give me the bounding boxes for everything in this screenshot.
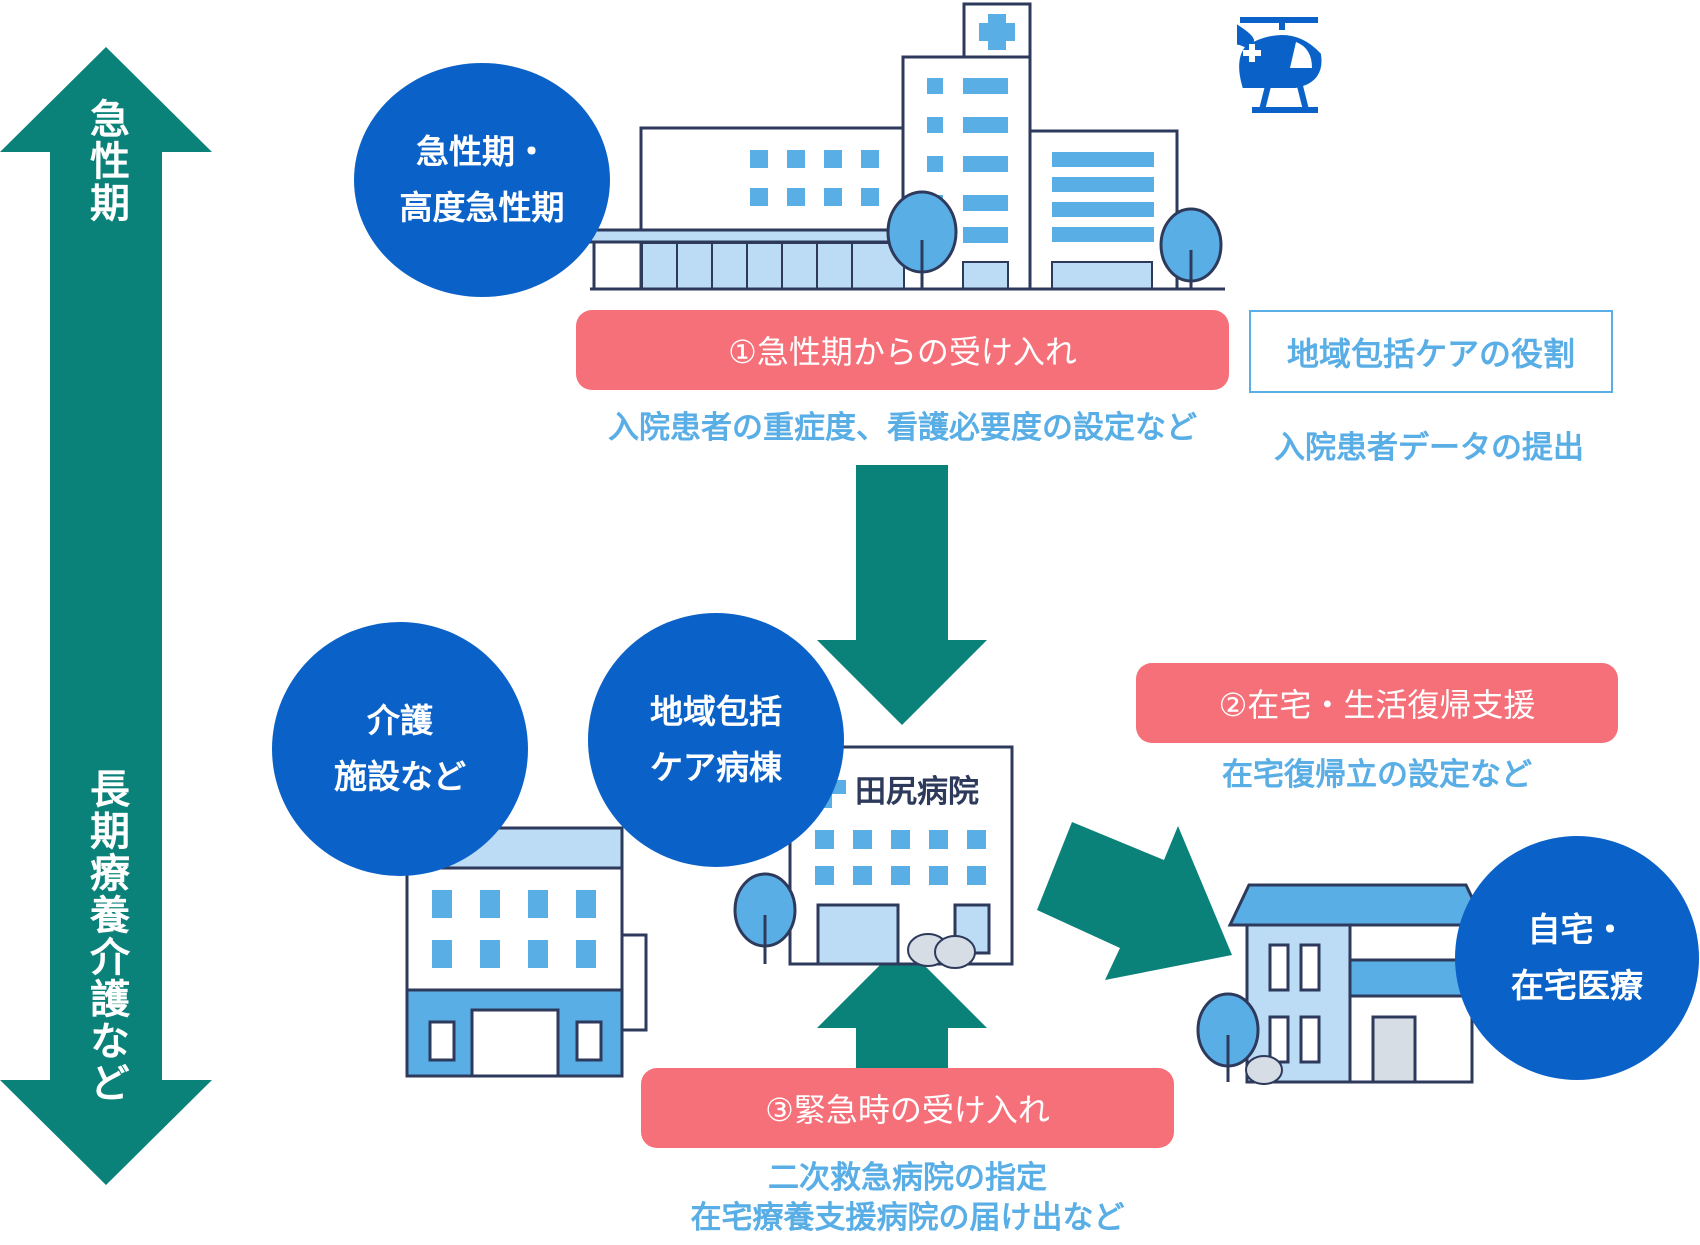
- pill-acute-acceptance: ①急性期からの受け入れ: [576, 310, 1229, 390]
- community-ward-circle: 地域包括 ケア病棟: [588, 613, 844, 867]
- down-arrow: [817, 465, 987, 725]
- bush-icon: [907, 933, 976, 969]
- note-emergency: 二次救急病院の指定 在宅療養支援病院の届け出など: [576, 1158, 1239, 1239]
- care-facility-circle-line1: 介護: [367, 700, 433, 740]
- hospital-name: 田尻病院: [855, 774, 979, 810]
- acute-circle-line2: 高度急性期: [399, 188, 565, 227]
- tree-icon-2: [733, 872, 797, 964]
- home-circle-line1: 自宅・: [1527, 909, 1627, 949]
- note-emergency-line1: 二次救急病院の指定: [768, 1160, 1047, 1196]
- tree-icon-3: [1196, 992, 1260, 1082]
- hospital-cross-icon: [979, 14, 1015, 50]
- note-severity: 入院患者の重症度、看護必要度の設定など: [608, 410, 1197, 446]
- care-facility-illustration: [405, 826, 648, 1078]
- note-role-data: 入院患者データの提出: [1274, 430, 1584, 466]
- pill-emergency-acceptance: ③緊急時の受け入れ: [641, 1068, 1174, 1148]
- care-facility-circle: 介護 施設など: [272, 622, 528, 876]
- axis-top-label: 急性期: [83, 98, 129, 224]
- acute-circle-line1: 急性期・: [416, 131, 548, 171]
- acute-hospital-entrance: [641, 242, 1153, 290]
- diagonal-arrow: [1037, 822, 1232, 980]
- note-emergency-line2: 在宅療養支援病院の届け出など: [690, 1200, 1125, 1237]
- tree-icon: [886, 190, 1223, 289]
- helicopter-cross-icon: [1243, 44, 1261, 62]
- community-ward-circle-line1: 地域包括: [650, 691, 782, 731]
- bush-icon-2: [1245, 1055, 1283, 1085]
- note-home-return: 在宅復帰立の設定など: [1222, 757, 1532, 793]
- care-facility-circle-line2: 施設など: [334, 757, 466, 796]
- home-illustration: [1227, 883, 1488, 1084]
- home-circle: 自宅・ 在宅医療: [1455, 836, 1699, 1080]
- home-circle-line2: 在宅医療: [1511, 966, 1643, 1005]
- up-arrow: [817, 943, 987, 1075]
- care-facility-windows: [432, 890, 596, 968]
- helicopter-window: [1290, 42, 1312, 68]
- timeline-double-arrow: [0, 47, 212, 1185]
- pill-home-return-support: ②在宅・生活復帰支援: [1136, 663, 1618, 743]
- community-ward-circle-line2: ケア病棟: [650, 748, 782, 787]
- role-box: 地域包括ケアの役割: [1249, 310, 1613, 393]
- tajiri-hospital-windows: [815, 830, 986, 885]
- axis-bottom-label: 長期療養介護など: [83, 768, 129, 1104]
- acute-hospital-windows: [750, 78, 1154, 243]
- acute-circle: 急性期・ 高度急性期: [354, 63, 610, 297]
